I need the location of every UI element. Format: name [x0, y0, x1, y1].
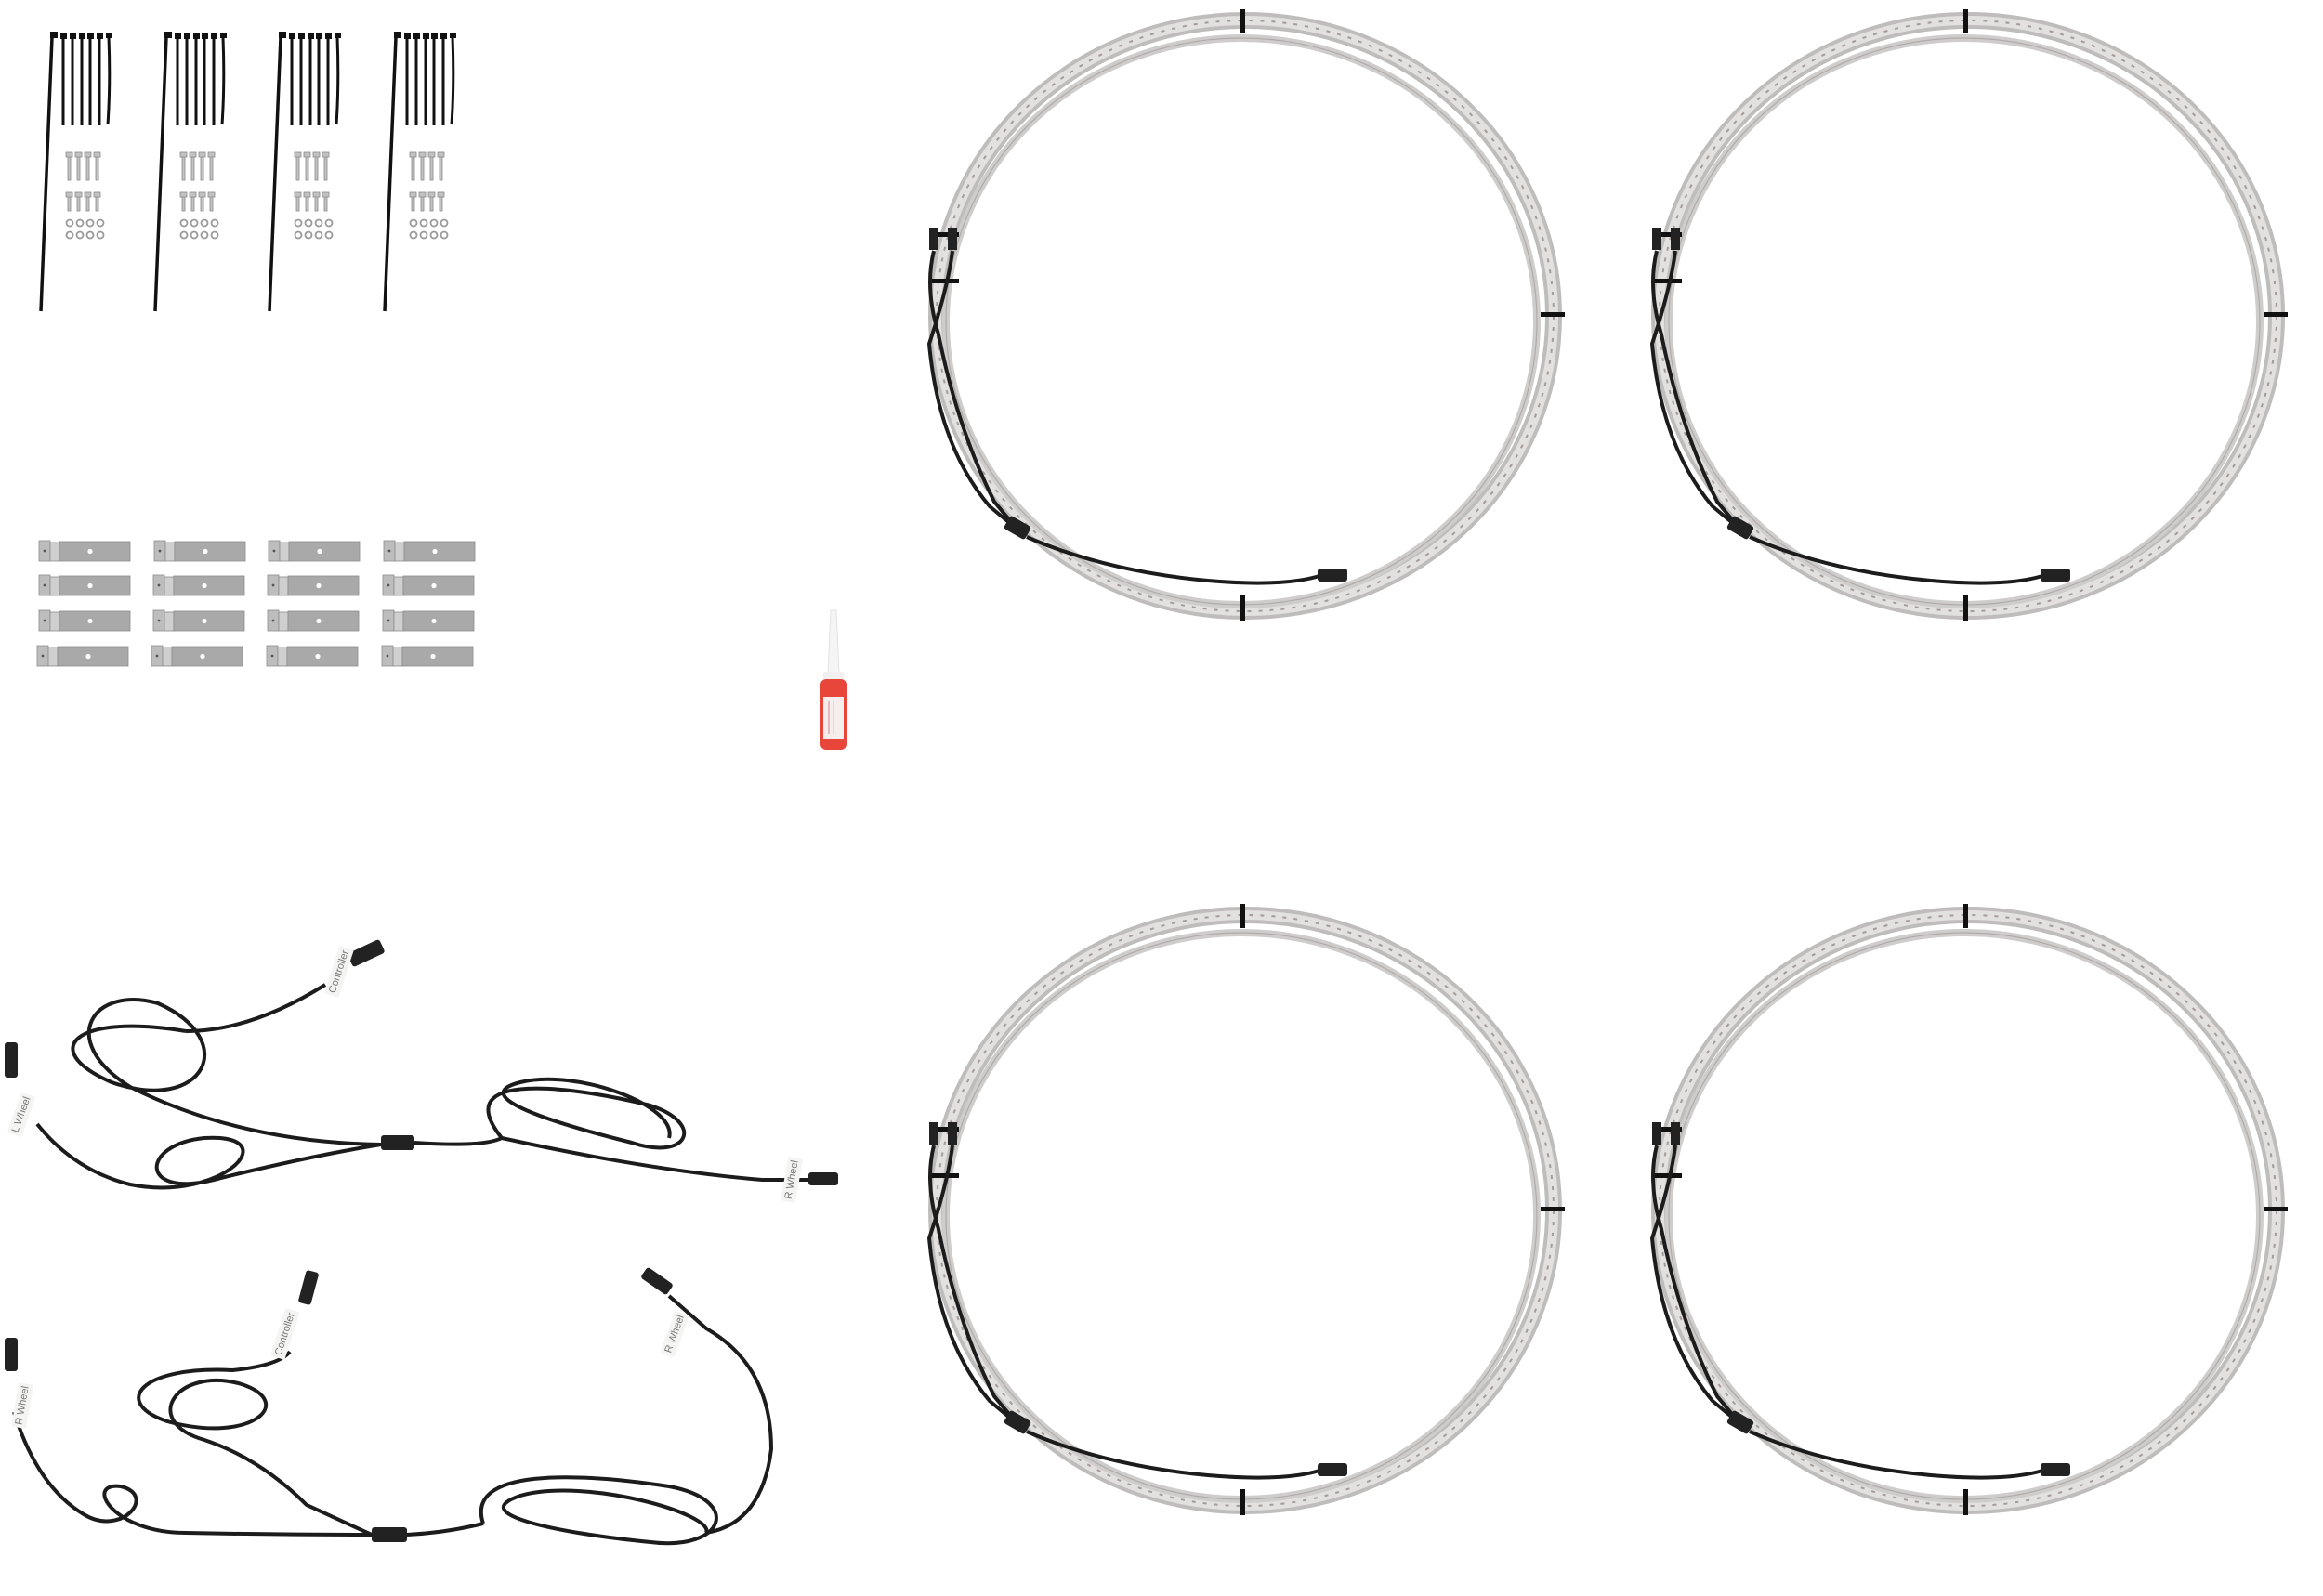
light-ring-bottom-right [1652, 904, 2288, 1515]
harness-2 [5, 1267, 774, 1546]
light-ring-top-right [1652, 9, 2288, 621]
thread-locker-bottle [810, 608, 857, 757]
harness-1 [5, 939, 838, 1190]
light-ring-top-left [929, 9, 1565, 621]
light-ring-bottom-left [929, 904, 1565, 1515]
harnesses-illustration [5, 939, 838, 1546]
bottle-icon [820, 609, 847, 750]
